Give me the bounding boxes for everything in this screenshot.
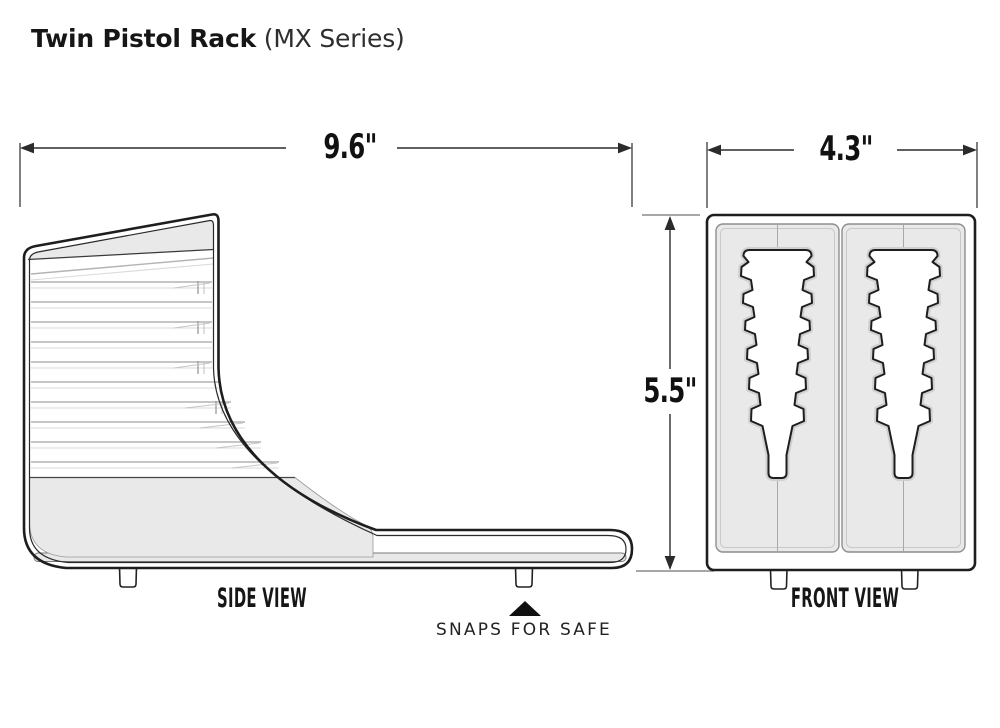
front-view-foot <box>769 568 788 590</box>
front-view-drawing <box>705 213 977 590</box>
side-view-top-band <box>28 220 214 260</box>
front-view-feet <box>769 568 919 590</box>
snaps-note: SNAPS FOR SAFE <box>435 620 612 640</box>
dimension-height-lines <box>636 214 714 572</box>
page-title: Twin Pistol Rack (MX Series) <box>31 24 405 53</box>
slat-detents <box>173 281 278 469</box>
snap-arrow-icon <box>509 601 541 616</box>
dimension-front-width-lines <box>706 142 978 208</box>
side-view-feet <box>118 566 534 588</box>
top-band-bottom-edge <box>27 248 214 261</box>
front-view-panel-right <box>841 223 966 553</box>
side-view-inner-line <box>28 219 627 564</box>
side-view-foot <box>118 566 138 588</box>
front-view-caption: FRONT VIEW <box>790 583 900 614</box>
side-view-caption: SIDE VIEW <box>217 583 307 614</box>
side-view-lower-panel <box>29 477 374 558</box>
side-view-foot <box>514 566 534 588</box>
series-name: (MX Series) <box>256 24 405 53</box>
dimension-side-width-lines <box>19 142 633 207</box>
product-name: Twin Pistol Rack <box>31 24 257 53</box>
side-view-slats <box>30 257 279 469</box>
side-view-drawing <box>22 212 634 588</box>
side-view-outline <box>22 212 634 570</box>
front-view-foot <box>900 568 919 590</box>
dimension-side-width-value: 9.6" <box>323 127 377 167</box>
dimension-height-value: 5.5" <box>643 371 697 411</box>
front-view-panel-left <box>715 223 840 553</box>
dimension-front-width-value: 4.3" <box>819 129 873 169</box>
